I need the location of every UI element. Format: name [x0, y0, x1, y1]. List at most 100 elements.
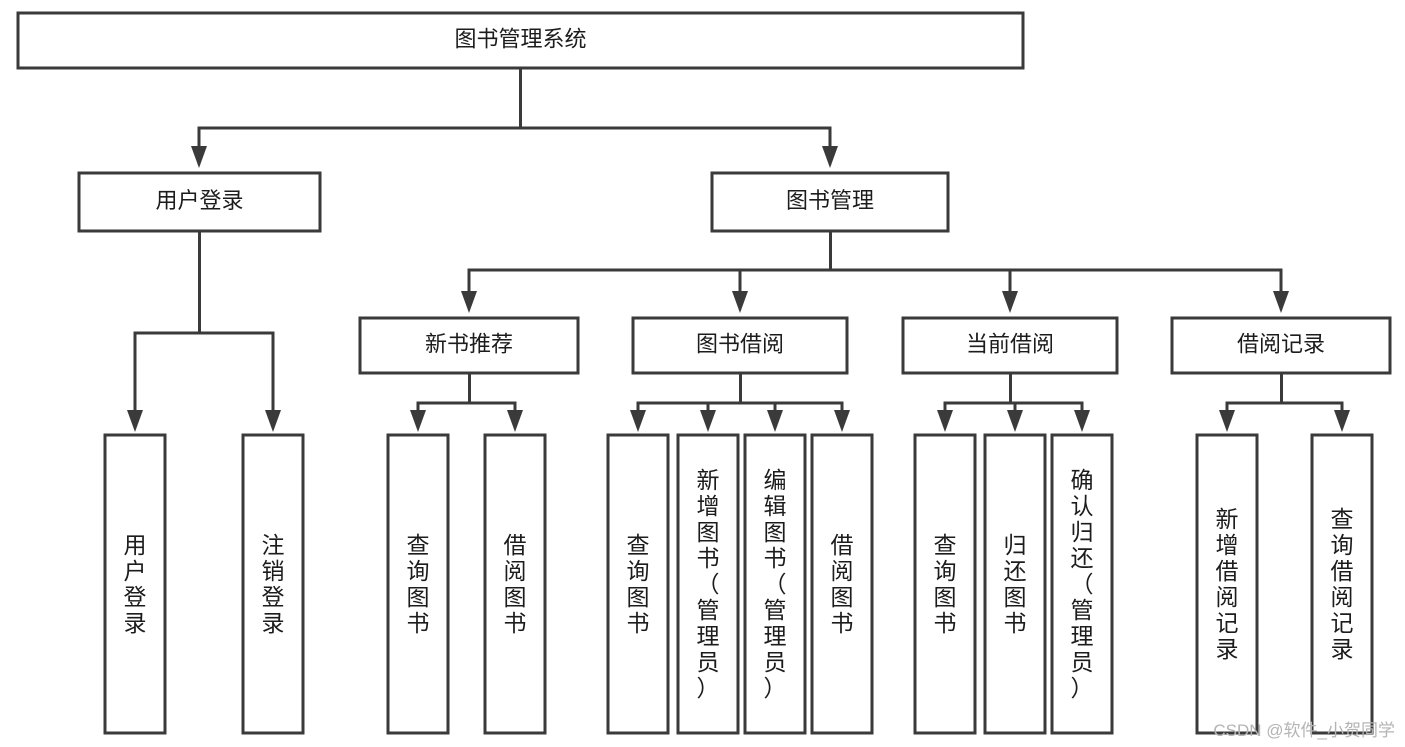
node-user-login[interactable]: 用户登录: [77, 171, 322, 233]
node-label-char: 图: [934, 584, 957, 610]
node-label-char: 辑: [764, 493, 787, 519]
node-label-char: 新: [697, 467, 720, 493]
arrow-head-icon: [410, 410, 426, 432]
node-box: [743, 433, 807, 735]
node-label-char: 图: [504, 584, 527, 610]
node-leaf-logout[interactable]: 注销登录注销登录: [241, 433, 305, 735]
node-label-char: （: [1071, 571, 1094, 597]
node-borrow-record[interactable]: 借阅记录: [1170, 316, 1392, 375]
node-label-char: 图: [407, 584, 430, 610]
node-label-char: 图: [764, 519, 787, 545]
node-label-char: 员: [697, 649, 720, 675]
node-label-char: 登: [124, 584, 147, 610]
node-label: 当前借阅: [966, 331, 1054, 356]
node-label-char: 增: [697, 493, 720, 519]
node-box: [1195, 433, 1259, 735]
node-label-char: 书: [934, 610, 957, 636]
node-label-char: 书: [504, 610, 527, 636]
node-leaf-add-borrow-record[interactable]: 新增借阅记录新增借阅记录: [1195, 433, 1259, 735]
arrow-head-icon: [191, 146, 207, 168]
node-box: [676, 433, 740, 735]
node-root[interactable]: 图书管理系统: [16, 11, 1025, 70]
node-label-char: 登: [262, 584, 285, 610]
node-label-char: 录: [124, 610, 147, 636]
node-box: [710, 171, 950, 233]
node-label-char: 借: [504, 532, 527, 558]
node-label-char: 编: [764, 467, 787, 493]
node-box: [901, 316, 1119, 375]
node-box: [1050, 433, 1114, 735]
node-leaf-borrow-books-recommend[interactable]: 借阅图书借阅图书: [483, 433, 547, 735]
node-label-char: 录: [1331, 636, 1354, 662]
node-label-char: 查: [1331, 506, 1354, 532]
node-book-borrow[interactable]: 图书借阅: [631, 316, 849, 375]
node-box: [631, 316, 849, 375]
node-label-char: 录: [1216, 636, 1239, 662]
node-box: [1170, 316, 1392, 375]
node-leaf-query-books-borrow[interactable]: 查询图书查询图书: [606, 433, 670, 735]
arrow-head-icon: [767, 410, 783, 432]
node-label-char: ）: [764, 675, 787, 701]
node-leaf-borrow-books-borrow[interactable]: 借阅图书借阅图书: [810, 433, 874, 735]
node-label-char: 确: [1071, 467, 1094, 493]
node-label-char: 还: [1004, 558, 1027, 584]
arrow-head-icon: [127, 410, 143, 432]
arrow-head-icon: [630, 410, 646, 432]
node-label-char: 记: [1331, 610, 1354, 636]
arrow-head-icon: [937, 410, 953, 432]
arrow-head-icon: [834, 410, 850, 432]
node-label-char: 理: [1071, 623, 1094, 649]
arrow-head-icon: [822, 146, 838, 168]
node-box: [358, 316, 580, 375]
node-box: [1310, 433, 1374, 735]
node-label-char: 书: [627, 610, 650, 636]
node-label-char: 录: [262, 610, 285, 636]
node-label-char: 注: [262, 532, 285, 558]
node-new-book-recommend[interactable]: 新书推荐: [358, 316, 580, 375]
arrow-head-icon: [700, 410, 716, 432]
node-leaf-query-books-current[interactable]: 查询图书查询图书: [913, 433, 977, 735]
node-box: [606, 433, 670, 735]
arrow-head-icon: [1007, 410, 1023, 432]
node-box: [103, 433, 167, 735]
node-label-char: 员: [764, 649, 787, 675]
node-label-char: 理: [697, 623, 720, 649]
node-label-char: 阅: [831, 558, 854, 584]
arrow-head-icon: [265, 410, 281, 432]
node-label-char: 查: [627, 532, 650, 558]
node-label-char: （: [697, 571, 720, 597]
node-label-char: 销: [262, 558, 285, 584]
node-label: 用户登录: [155, 188, 243, 213]
node-leaf-return-books[interactable]: 归还图书归还图书: [983, 433, 1047, 735]
node-book-management[interactable]: 图书管理: [710, 171, 950, 233]
node-label-char: 记: [1216, 610, 1239, 636]
node-label-char: 询: [407, 558, 430, 584]
node-leaf-user-login[interactable]: 用户登录用户登录: [103, 433, 167, 735]
node-label-char: 借: [1216, 558, 1239, 584]
node-label-char: 书: [831, 610, 854, 636]
node-leaf-query-books-recommend[interactable]: 查询图书查询图书: [386, 433, 450, 735]
node-box: [810, 433, 874, 735]
node-box: [386, 433, 450, 735]
node-label: 图书管理系统: [454, 26, 586, 51]
node-label: 新书推荐: [425, 331, 513, 356]
node-current-borrow[interactable]: 当前借阅: [901, 316, 1119, 375]
node-label-char: 借: [1331, 558, 1354, 584]
node-leaf-query-borrow-record[interactable]: 查询借阅记录查询借阅记录: [1310, 433, 1374, 735]
arrow-head-icon: [1334, 410, 1350, 432]
arrow-head-icon: [461, 291, 477, 313]
node-box: [983, 433, 1047, 735]
node-label-char: 书: [1004, 610, 1027, 636]
node-label-char: 查: [407, 532, 430, 558]
arrow-head-icon: [732, 291, 748, 313]
node-label-char: 归: [1071, 519, 1094, 545]
node-label-char: 增: [1216, 532, 1239, 558]
nodes-layer: 图书管理系统用户登录图书管理新书推荐图书借阅当前借阅借阅记录用户登录用户登录注销…: [16, 11, 1392, 735]
node-box: [16, 11, 1025, 70]
arrow-head-icon: [507, 410, 523, 432]
